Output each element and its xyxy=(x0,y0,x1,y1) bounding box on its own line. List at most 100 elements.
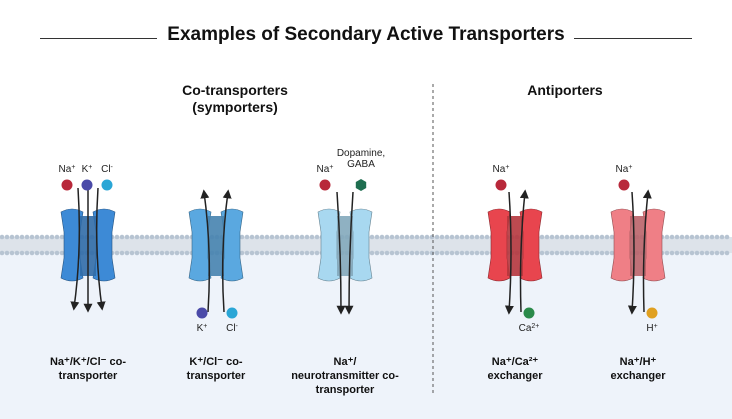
lipid-head xyxy=(589,234,595,240)
lipid-head xyxy=(389,250,395,256)
transport-arrow xyxy=(221,189,232,313)
lipid-head xyxy=(559,250,565,256)
lipid-head xyxy=(424,250,430,256)
lipid-head xyxy=(579,250,585,256)
lipid-head xyxy=(439,234,445,240)
lipid-head xyxy=(134,250,140,256)
transport-arrow xyxy=(642,189,652,313)
lipid-head xyxy=(264,250,270,256)
transporter-3 xyxy=(317,179,373,315)
lipid-head xyxy=(444,250,450,256)
transport-arrow xyxy=(504,191,514,315)
lipid-head xyxy=(419,234,425,240)
ion-cl xyxy=(226,307,238,319)
lipid-head xyxy=(369,234,375,240)
extracellular-region xyxy=(0,0,732,245)
lipid-head xyxy=(144,234,150,240)
lipid-head xyxy=(169,234,175,240)
lipid-head xyxy=(479,250,485,256)
lipid-head xyxy=(144,250,150,256)
lipid-head xyxy=(409,234,415,240)
lipid-head xyxy=(454,234,460,240)
lipid-head xyxy=(484,250,490,256)
lipid-head xyxy=(604,250,610,256)
lipid-head xyxy=(539,234,545,240)
lipid-head xyxy=(149,234,155,240)
ion-label: Cl- xyxy=(101,164,113,175)
lipid-head xyxy=(604,234,610,240)
lipid-head xyxy=(124,250,130,256)
lipid-head xyxy=(559,234,565,240)
lipid-head xyxy=(684,250,690,256)
lipid-head xyxy=(689,250,695,256)
lipid-head xyxy=(594,250,600,256)
lipid-head xyxy=(244,234,250,240)
lipid-head xyxy=(464,250,470,256)
transport-arrow xyxy=(200,189,211,313)
lipid-head xyxy=(0,250,5,256)
ion-na xyxy=(61,179,73,191)
lipid-head xyxy=(174,250,180,256)
lipid-head xyxy=(49,234,55,240)
lipid-head xyxy=(469,250,475,256)
transporter-subunit xyxy=(487,208,511,282)
lipid-head xyxy=(429,234,435,240)
lipid-head xyxy=(154,250,160,256)
section-antiporters: Antiporters xyxy=(527,82,603,98)
lipid-head xyxy=(474,234,480,240)
lipid-head xyxy=(544,234,550,240)
lipid-head xyxy=(549,250,555,256)
transporters-layer xyxy=(60,179,666,319)
lipid-head xyxy=(394,250,400,256)
lipid-head xyxy=(704,250,710,256)
lipid-head xyxy=(294,234,300,240)
lipid-head xyxy=(409,250,415,256)
lipid-head xyxy=(414,250,420,256)
transport-arrow xyxy=(336,191,346,315)
ion-label: Cl- xyxy=(226,323,238,334)
lipid-head xyxy=(259,234,265,240)
lipid-head xyxy=(159,234,165,240)
lipid-head xyxy=(139,234,145,240)
lipid-head xyxy=(264,234,270,240)
transporter-channel xyxy=(208,216,224,276)
ion-k xyxy=(81,179,93,191)
lipid-head xyxy=(289,250,295,256)
lipid-head xyxy=(674,234,680,240)
lipid-head xyxy=(184,234,190,240)
lipid-head xyxy=(664,234,670,240)
lipid-head xyxy=(399,250,405,256)
transporter-caption: Na⁺/Ca²⁺ exchanger xyxy=(487,356,543,382)
lipid-head xyxy=(709,234,715,240)
lipid-head xyxy=(59,250,65,256)
transport-arrow xyxy=(70,187,81,311)
lipid-head xyxy=(594,234,600,240)
lipid-head xyxy=(269,250,275,256)
ion-label: Na+ xyxy=(492,164,510,175)
lipid-head xyxy=(34,250,40,256)
lipid-head xyxy=(579,234,585,240)
transporter-subunit xyxy=(349,208,373,282)
transporter-1 xyxy=(60,179,116,313)
lipid-head xyxy=(544,250,550,256)
lipid-head xyxy=(584,234,590,240)
lipid-head xyxy=(304,250,310,256)
lipid-head xyxy=(19,234,25,240)
lipid-head xyxy=(484,234,490,240)
lipid-head xyxy=(9,234,15,240)
ion-k xyxy=(196,307,208,319)
lipid-head xyxy=(284,234,290,240)
lipid-head xyxy=(269,234,275,240)
lipid-head xyxy=(399,234,405,240)
lipid-head xyxy=(574,250,580,256)
lipid-head xyxy=(554,234,560,240)
lipid-head xyxy=(379,250,385,256)
lipid-head xyxy=(464,234,470,240)
ion-label: Ca2+ xyxy=(518,323,540,334)
lipid-head xyxy=(724,234,730,240)
lipid-head xyxy=(549,234,555,240)
lipid-head xyxy=(714,250,720,256)
lipid-head xyxy=(299,234,305,240)
lipid-head xyxy=(439,250,445,256)
